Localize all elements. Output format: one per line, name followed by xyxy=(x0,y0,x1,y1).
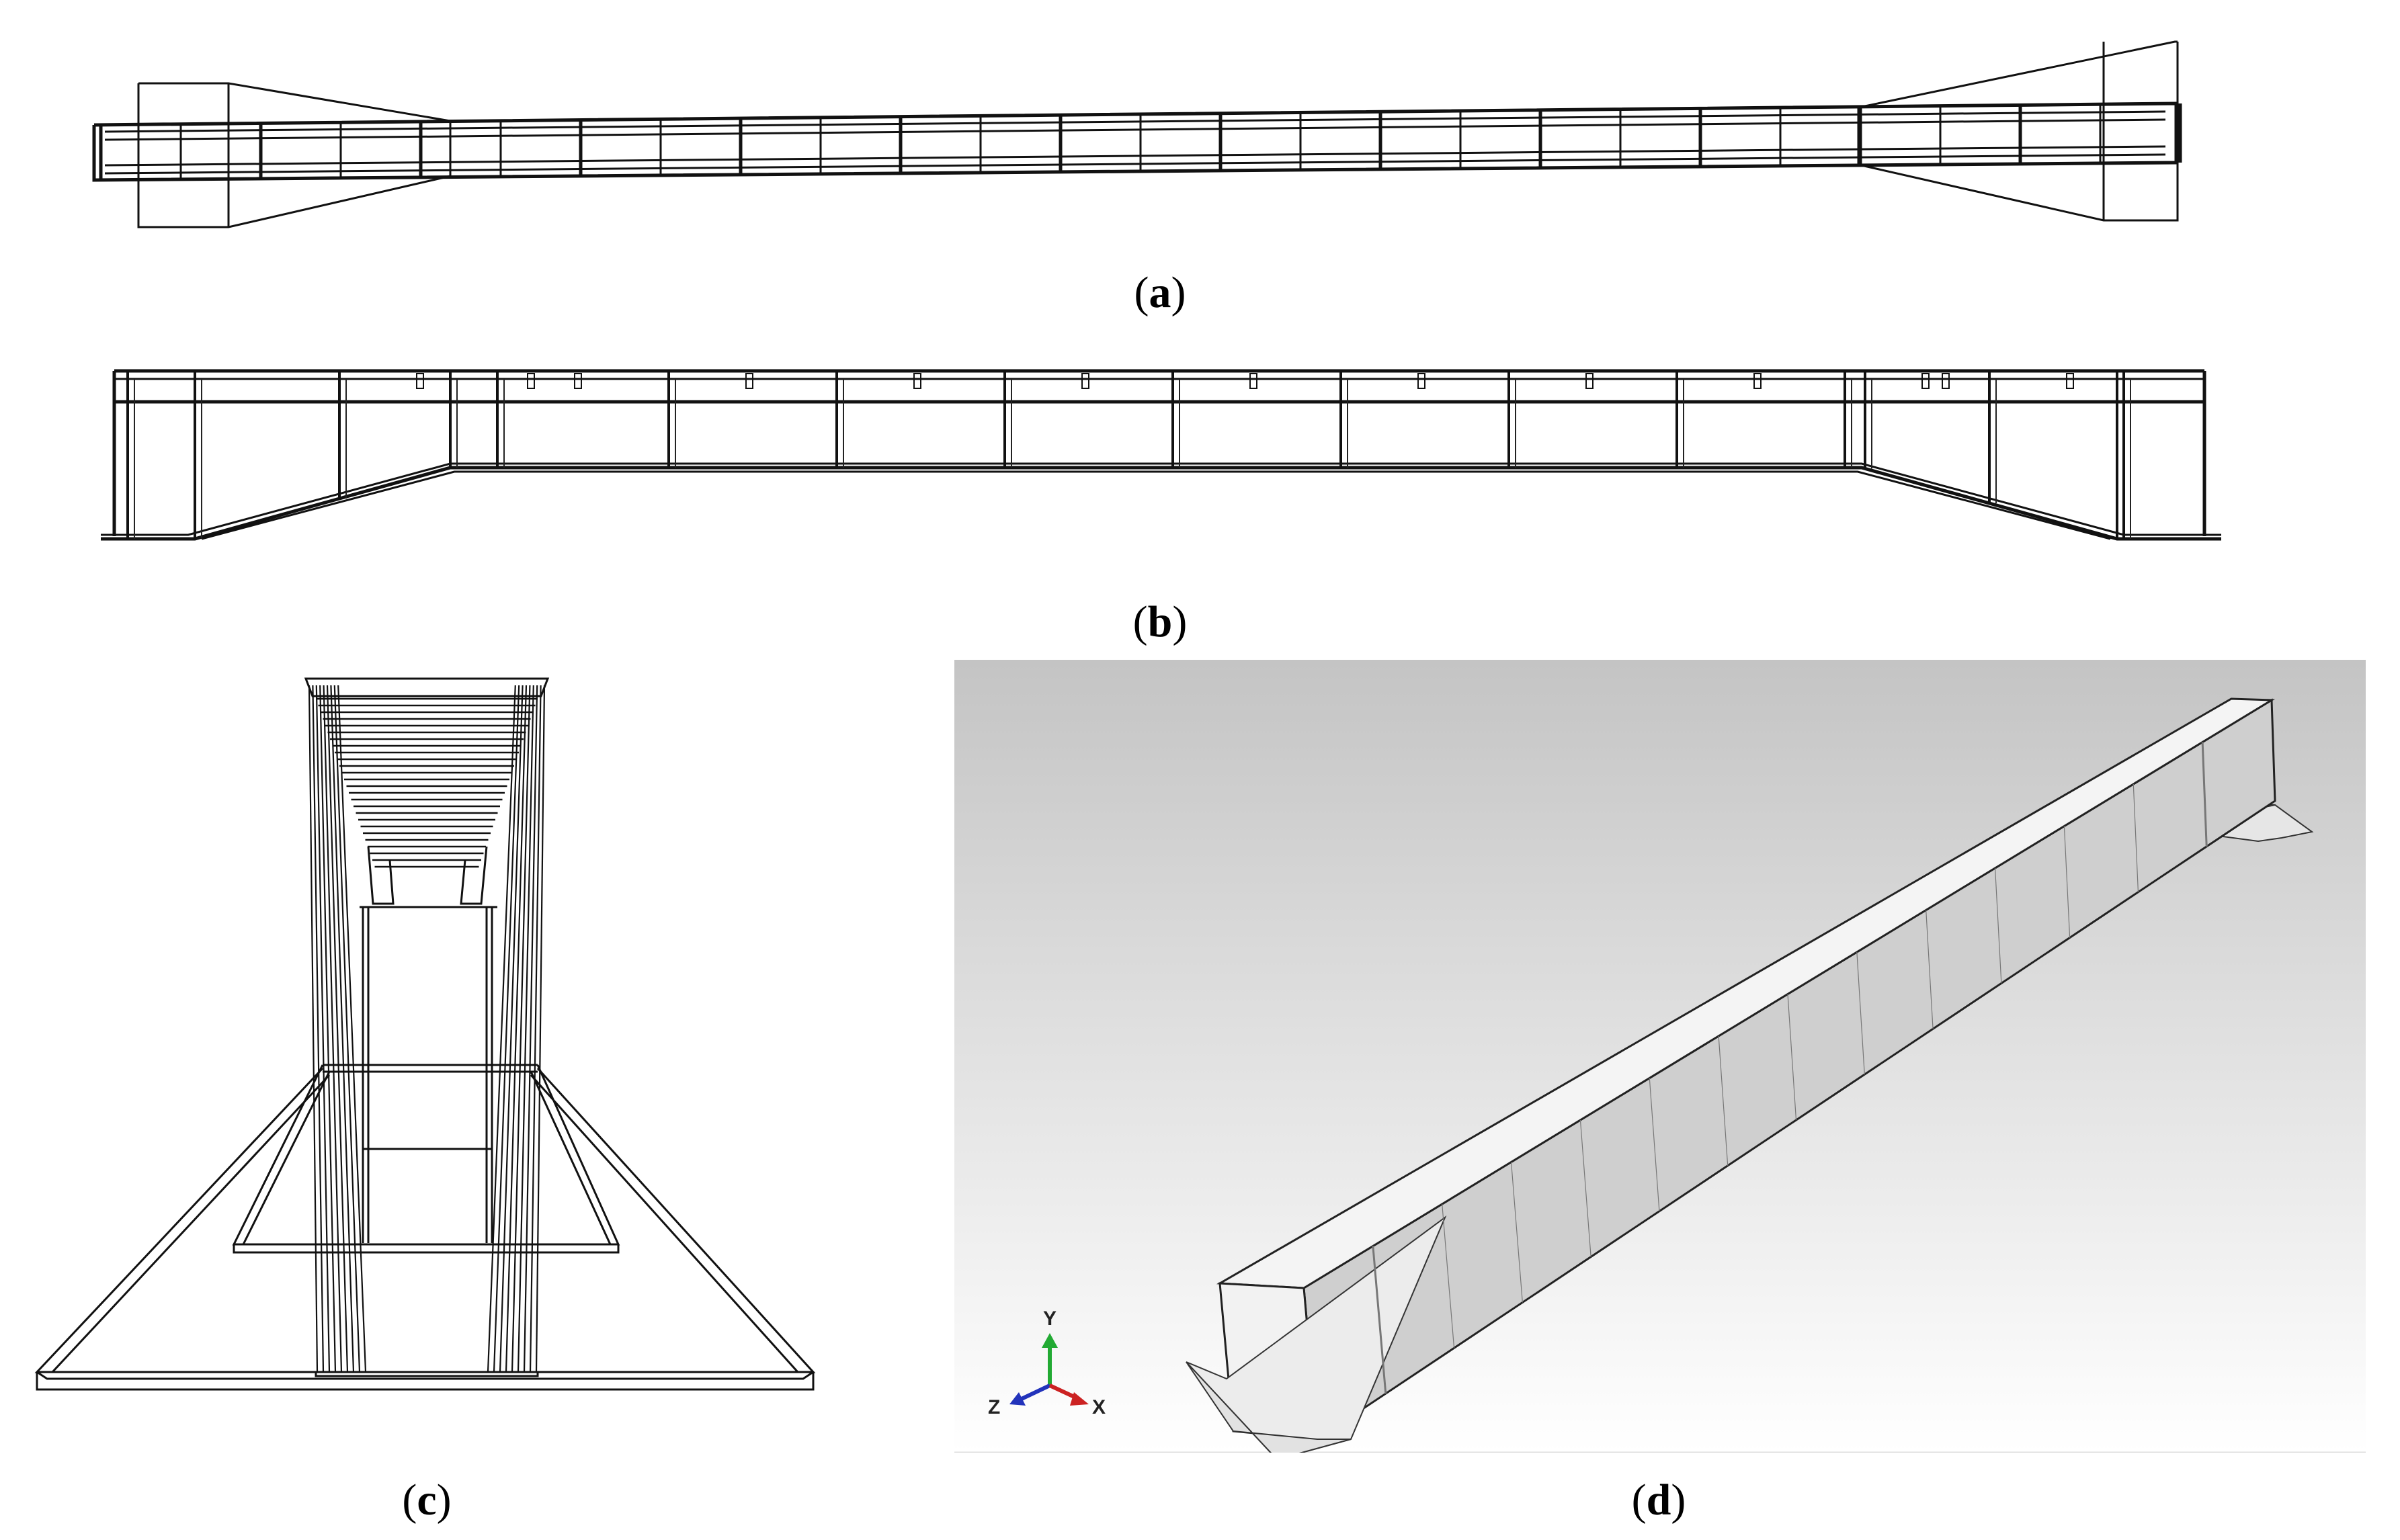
caption-c: (c) xyxy=(402,1475,452,1525)
beam-soffit xyxy=(101,466,2221,541)
panel-b-side-view xyxy=(0,349,2400,551)
panel-c-end-view xyxy=(0,665,874,1404)
beam-diaphragms xyxy=(99,103,2182,180)
end-view-drawing xyxy=(34,677,816,1391)
caption-b: (b) xyxy=(1132,597,1188,646)
deck-layers xyxy=(316,697,538,868)
y-axis-label: Y xyxy=(1043,1308,1057,1330)
axis-triad: Y Z X xyxy=(988,1308,1106,1418)
top-view-drawing xyxy=(92,40,2182,228)
web-lines xyxy=(308,685,546,1373)
z-axis-label: Z xyxy=(988,1396,1000,1418)
side-view-drawing xyxy=(101,369,2221,541)
caption-d: (d) xyxy=(1631,1475,1686,1525)
segment-seams xyxy=(1372,742,2208,1394)
beam-outline-top xyxy=(92,101,2178,182)
panel-d-3d-viewport[interactable]: Y Z X xyxy=(954,660,2366,1453)
x-axis-label: X xyxy=(1092,1396,1106,1418)
caption-a: (a) xyxy=(1134,268,1186,317)
left-footing-outline xyxy=(137,82,452,228)
right-footing-outline xyxy=(1857,40,2179,222)
side-diaphragms xyxy=(126,371,2131,539)
3d-model-render: Y Z X xyxy=(954,660,2366,1453)
panel-a-top-view xyxy=(0,0,2400,269)
